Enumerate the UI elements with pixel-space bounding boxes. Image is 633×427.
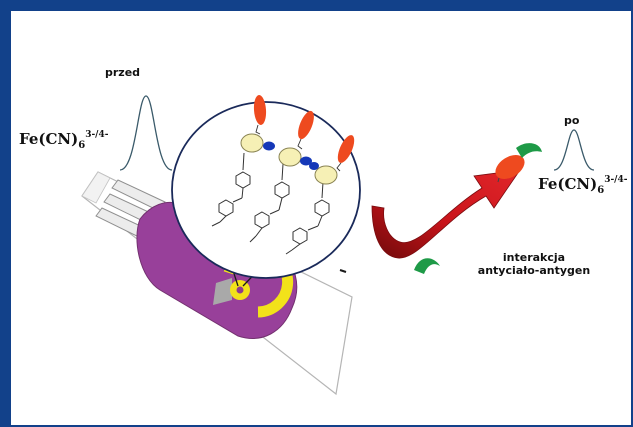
- reagent-label-before: Fe(CN)63-/4-: [19, 130, 109, 151]
- label-after: po: [564, 114, 580, 127]
- antibody: [495, 155, 525, 179]
- antibody: [298, 110, 314, 140]
- gold-particle: [240, 133, 264, 153]
- linker-chains: [211, 152, 330, 255]
- antibody: [337, 135, 355, 163]
- antigen-antibody-complex: [495, 143, 542, 183]
- reference-electrode: [213, 278, 232, 305]
- antigen-crescent-icon: [516, 143, 542, 158]
- curved-arrow-icon: [371, 169, 521, 259]
- magnified-surface: [171, 101, 361, 279]
- interaction-label: interakcja antyciało-antygen: [477, 251, 591, 277]
- free-antigen: [414, 258, 440, 274]
- gaussian-peak-icon: [553, 129, 595, 171]
- gold-nanoparticles: [240, 133, 338, 185]
- peak-before: [119, 95, 173, 171]
- antigen-crescent-icon: [414, 258, 440, 274]
- gold-particle: [314, 165, 338, 185]
- antibody: [253, 95, 267, 125]
- gold-particle: [278, 147, 302, 167]
- figure-canvas: przed Fe(CN)63-/4- po Fe(CN)63-/4- inter…: [11, 11, 631, 425]
- linker-molecules: [263, 141, 319, 170]
- reagent-label-after: Fe(CN)63-/4-: [538, 175, 628, 196]
- schematic-drawing: [81, 95, 595, 396]
- linker-dot: [300, 156, 312, 166]
- linker-dot: [263, 141, 275, 151]
- antibody-tethers: [255, 124, 342, 172]
- gaussian-peak-icon: [119, 95, 173, 171]
- linker-dot: [309, 162, 319, 170]
- peak-after: [553, 129, 595, 171]
- antibodies: [253, 95, 355, 163]
- label-before: przed: [105, 66, 141, 79]
